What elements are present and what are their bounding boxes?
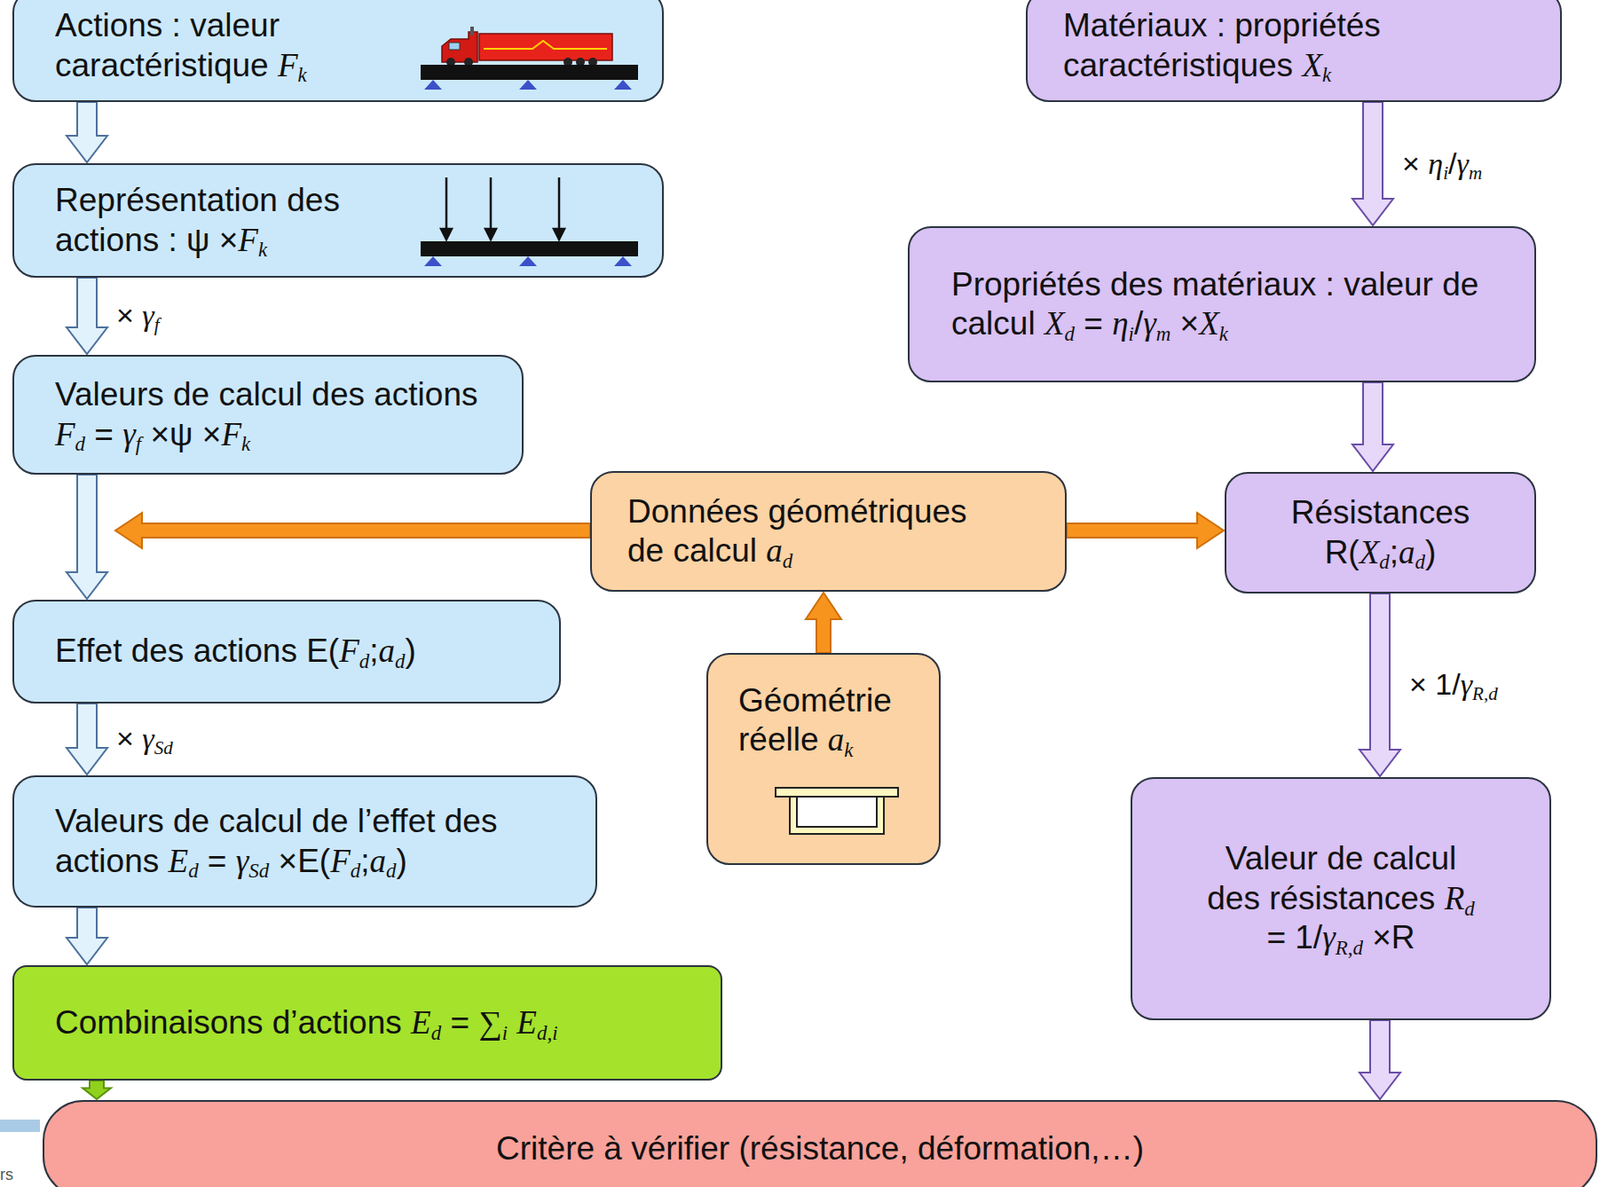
criterion-band: Critère à vérifier (résistance, déformat… [42, 1100, 1598, 1187]
node-text: Valeurs de calcul des actions Fd = γf ×ψ… [55, 375, 496, 455]
node-text: Matériaux : propriétés caractéristiques … [1063, 6, 1481, 86]
block-arrow [66, 907, 108, 965]
block-arrow [66, 277, 108, 355]
action-box: Actions : valeur caractéristique Fk [12, 0, 664, 103]
node-text: Combinaisons d’actions Ed = ∑i Ed,i [55, 1003, 559, 1043]
node-text: Effet des actions E(Fd;ad) [55, 631, 417, 671]
factor-label: × ηi/γm [1402, 145, 1482, 183]
factor-label: × γf [116, 297, 160, 335]
node-text: Valeur de calcul des résistances Rd = 1/… [1194, 839, 1488, 958]
block-arrow [66, 703, 108, 775]
block-arrow [1352, 102, 1394, 226]
node-text: Critère à vérifier (résistance, déformat… [496, 1129, 1144, 1169]
action-box: Valeurs de calcul des actions Fd = γf ×ψ… [12, 354, 524, 475]
block-arrow [66, 474, 108, 600]
material-box: Matériaux : propriétés caractéristiques … [1025, 0, 1562, 103]
node-text: Données géométriques de calcul ad [627, 492, 1009, 572]
material-box: Valeur de calcul des résistances Rd = 1/… [1130, 777, 1552, 1021]
action-box: Effet des actions E(Fd;ad) [12, 599, 561, 704]
node-text: Valeurs de calcul de l’effet des actions… [55, 802, 569, 882]
node-text: Géométrie réelle ak [738, 681, 922, 761]
block-arrow [1359, 593, 1401, 777]
block-arrow [805, 592, 842, 654]
factor-label: × γSd [116, 720, 174, 758]
node-text: Actions : valeur caractéristique Fk [55, 6, 396, 86]
geometry-box: Données géométriques de calcul ad [590, 471, 1067, 592]
combination-box: Combinaisons d’actions Ed = ∑i Ed,i [12, 965, 723, 1081]
material-box: Propriétés des matériaux : valeur de cal… [907, 226, 1537, 383]
action-box: Valeurs de calcul de l’effet des actions… [12, 775, 598, 908]
footer-bar [0, 1119, 40, 1133]
block-arrow [1359, 1020, 1401, 1100]
material-box: Résistances R(Xd;ad) [1224, 472, 1537, 594]
block-arrow [115, 512, 591, 549]
block-arrow [1066, 512, 1224, 549]
node-text: Résistances R(Xd;ad) [1247, 493, 1514, 573]
block-arrow [82, 1080, 111, 1100]
node-text: Propriétés des matériaux : valeur de cal… [951, 265, 1508, 345]
factor-label: × 1/γR,d [1409, 666, 1498, 704]
node-text: Représentation des actions : ψ ×Fk [55, 181, 396, 261]
action-box: Représentation des actions : ψ ×Fk [12, 163, 664, 278]
block-arrow [1352, 382, 1394, 472]
geometry-box: Géométrie réelle ak [706, 653, 941, 866]
footer-fragment: rs [0, 1166, 14, 1185]
block-arrow [66, 102, 108, 163]
